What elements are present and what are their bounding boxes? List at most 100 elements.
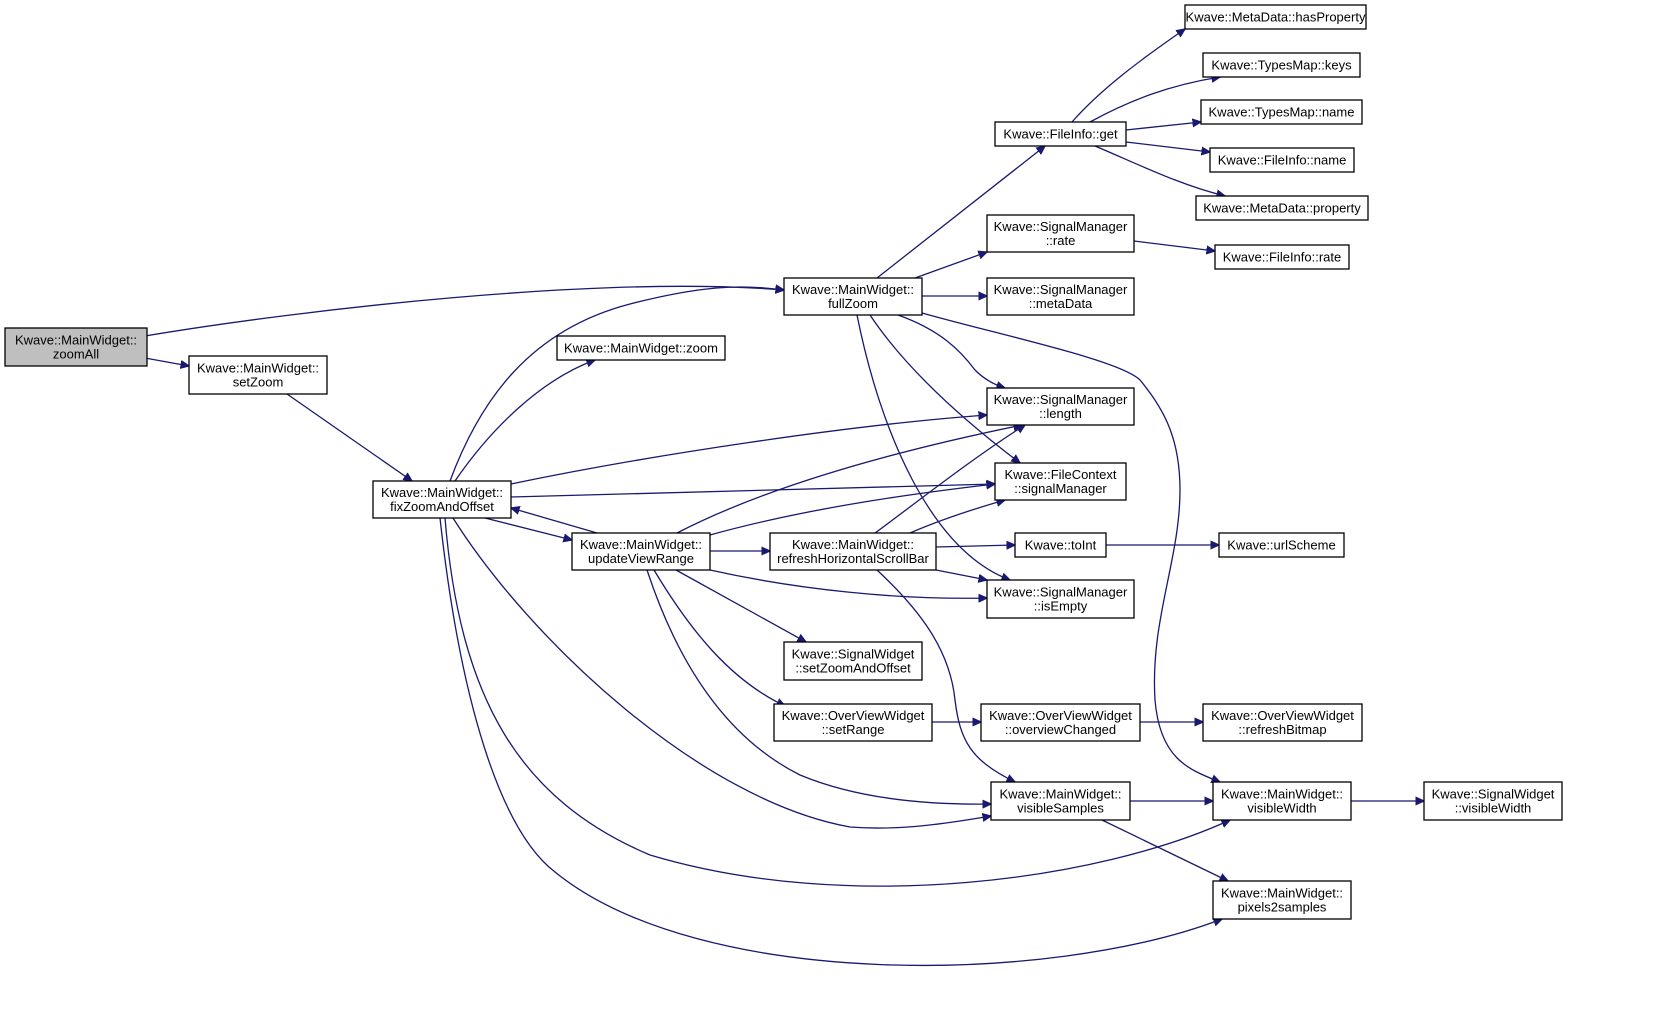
- edge-path: [1101, 819, 1228, 881]
- edge-path: [1094, 145, 1225, 196]
- edge-zoomAll-to-fullZoom: [144, 286, 784, 337]
- node-zoomAll[interactable]: Kwave::MainWidget::zoomAll: [4, 327, 148, 367]
- edge-path: [1125, 122, 1201, 131]
- node-fcSignalManager[interactable]: Kwave::FileContext::signalManager: [994, 462, 1127, 501]
- node-visibleSamples[interactable]: Kwave::MainWidget::visibleSamples: [990, 781, 1131, 821]
- node-label: setZoom: [233, 375, 284, 390]
- edge-fixZoomAndOffset-to-pixels2samples: [439, 517, 1222, 967]
- node-urlScheme[interactable]: Kwave::urlScheme: [1218, 532, 1345, 558]
- node-label: ::visibleWidth: [1455, 801, 1532, 816]
- node-swVisibleWidth[interactable]: Kwave::SignalWidget::visibleWidth: [1423, 781, 1563, 821]
- node-smIsEmpty[interactable]: Kwave::SignalManager::isEmpty: [986, 579, 1135, 619]
- nodes-layer: Kwave::MainWidget::zoomAllKwave::MainWid…: [4, 4, 1563, 920]
- node-ovwSetRange[interactable]: Kwave::OverViewWidget::setRange: [773, 703, 933, 742]
- edge-path: [909, 500, 1005, 534]
- edge-fixZoomAndOffset-to-fcSignalManager: [510, 484, 995, 498]
- node-refreshHorizontalScrollBar[interactable]: Kwave::MainWidget::refreshHorizontalScro…: [769, 532, 937, 571]
- edge-path: [935, 545, 1015, 547]
- node-typesName[interactable]: Kwave::TypesMap::name: [1200, 99, 1363, 125]
- node-smRate[interactable]: Kwave::SignalManager::rate: [986, 214, 1135, 253]
- node-ovwRefreshBitmap[interactable]: Kwave::OverViewWidget::refreshBitmap: [1202, 703, 1363, 742]
- node-box: [783, 641, 923, 681]
- edge-fixZoomAndOffset-to-updateViewRange: [484, 517, 572, 540]
- edge-path: [286, 393, 412, 481]
- edge-fullZoom-to-fcSignalManager: [869, 314, 1020, 463]
- node-box: [1218, 532, 1345, 558]
- node-setZoom[interactable]: Kwave::MainWidget::setZoom: [188, 355, 328, 395]
- edge-path: [1089, 77, 1220, 123]
- node-box: [4, 327, 148, 367]
- node-label: Kwave::toInt: [1025, 538, 1097, 553]
- node-label: ::setRange: [822, 722, 885, 737]
- node-label: Kwave::OverViewWidget: [1211, 708, 1354, 723]
- edge-setZoom-to-fixZoomAndOffset: [286, 393, 412, 481]
- node-box: [1214, 244, 1350, 270]
- edge-path: [874, 425, 1025, 534]
- node-fileInfoName[interactable]: Kwave::FileInfo::name: [1209, 147, 1355, 173]
- node-ovwOverviewChanged[interactable]: Kwave::OverViewWidget::overviewChanged: [980, 703, 1141, 742]
- edges-layer: [144, 29, 1424, 967]
- node-label: visibleWidth: [1247, 801, 1316, 816]
- node-fixZoomAndOffset[interactable]: Kwave::MainWidget::fixZoomAndOffset: [372, 480, 512, 519]
- node-label: Kwave::SignalWidget: [1432, 787, 1555, 802]
- node-box: [188, 355, 328, 395]
- edge-path: [454, 360, 595, 482]
- node-typesKeys[interactable]: Kwave::TypesMap::keys: [1202, 52, 1361, 78]
- node-updateViewRange[interactable]: Kwave::MainWidget::updateViewRange: [571, 532, 711, 571]
- node-label: ::isEmpty: [1034, 599, 1088, 614]
- node-box: [1423, 781, 1563, 821]
- node-box: [783, 277, 923, 316]
- edge-path: [444, 517, 1230, 887]
- node-box: [986, 214, 1135, 253]
- edge-path: [439, 517, 1222, 967]
- node-fileInfoGet[interactable]: Kwave::FileInfo::get: [994, 121, 1127, 147]
- edge-fileInfoGet-to-fileInfoName: [1125, 141, 1210, 152]
- edge-fullZoom-to-smIsEmpty: [856, 314, 1010, 580]
- edge-path: [144, 357, 189, 366]
- node-box: [1200, 99, 1363, 125]
- node-label: Kwave::SignalManager: [994, 219, 1128, 234]
- node-box: [986, 277, 1135, 316]
- node-label: Kwave::FileContext: [1005, 467, 1117, 482]
- node-box: [980, 703, 1141, 742]
- node-box: [986, 579, 1135, 619]
- node-label: Kwave::MainWidget::: [792, 282, 914, 297]
- node-label: Kwave::MainWidget::: [381, 485, 503, 500]
- edge-fullZoom-to-fileInfoGet: [876, 146, 1045, 279]
- edge-path: [914, 252, 987, 279]
- node-metaHasProperty[interactable]: Kwave::MetaData::hasProperty: [1184, 4, 1367, 30]
- edge-smRate-to-fileInfoRate: [1133, 240, 1215, 251]
- node-swSetZoomAndOffset[interactable]: Kwave::SignalWidget::setZoomAndOffset: [783, 641, 923, 681]
- node-label: Kwave::MainWidget::: [197, 361, 319, 376]
- node-box: [990, 781, 1131, 821]
- node-label: Kwave::SignalWidget: [792, 647, 915, 662]
- edge-fixZoomAndOffset-to-visibleWidth: [444, 517, 1230, 887]
- edge-path: [646, 569, 991, 804]
- edge-path: [897, 314, 1005, 388]
- edge-updateViewRange-to-smLength: [676, 425, 1022, 534]
- node-visibleWidth[interactable]: Kwave::MainWidget::visibleWidth: [1212, 781, 1352, 821]
- node-fullZoom[interactable]: Kwave::MainWidget::fullZoom: [783, 277, 923, 316]
- node-label: Kwave::TypesMap::name: [1209, 105, 1355, 120]
- node-metaProperty[interactable]: Kwave::MetaData::property: [1195, 195, 1369, 221]
- node-box: [1212, 880, 1352, 920]
- node-label: Kwave::SignalManager: [994, 585, 1128, 600]
- node-label: ::signalManager: [1014, 481, 1107, 496]
- node-label: Kwave::MainWidget::: [999, 787, 1121, 802]
- edge-updateViewRange-to-swSetZoomAndOffset: [675, 569, 806, 642]
- node-toInt[interactable]: Kwave::toInt: [1014, 532, 1107, 558]
- node-box: [1202, 52, 1361, 78]
- node-smLength[interactable]: Kwave::SignalManager::length: [986, 387, 1135, 426]
- node-box: [372, 480, 512, 519]
- edge-path: [921, 312, 1220, 782]
- node-fileInfoRate[interactable]: Kwave::FileInfo::rate: [1214, 244, 1350, 270]
- node-pixels2samples[interactable]: Kwave::MainWidget::pixels2samples: [1212, 880, 1352, 920]
- node-label: fullZoom: [828, 296, 878, 311]
- node-mwZoom[interactable]: Kwave::MainWidget::zoom: [556, 335, 726, 361]
- node-box: [1014, 532, 1107, 558]
- edge-fullZoom-to-visibleWidth: [921, 312, 1220, 782]
- node-smMetaData[interactable]: Kwave::SignalManager::metaData: [986, 277, 1135, 316]
- edge-path: [1133, 240, 1215, 251]
- edge-path: [511, 508, 598, 534]
